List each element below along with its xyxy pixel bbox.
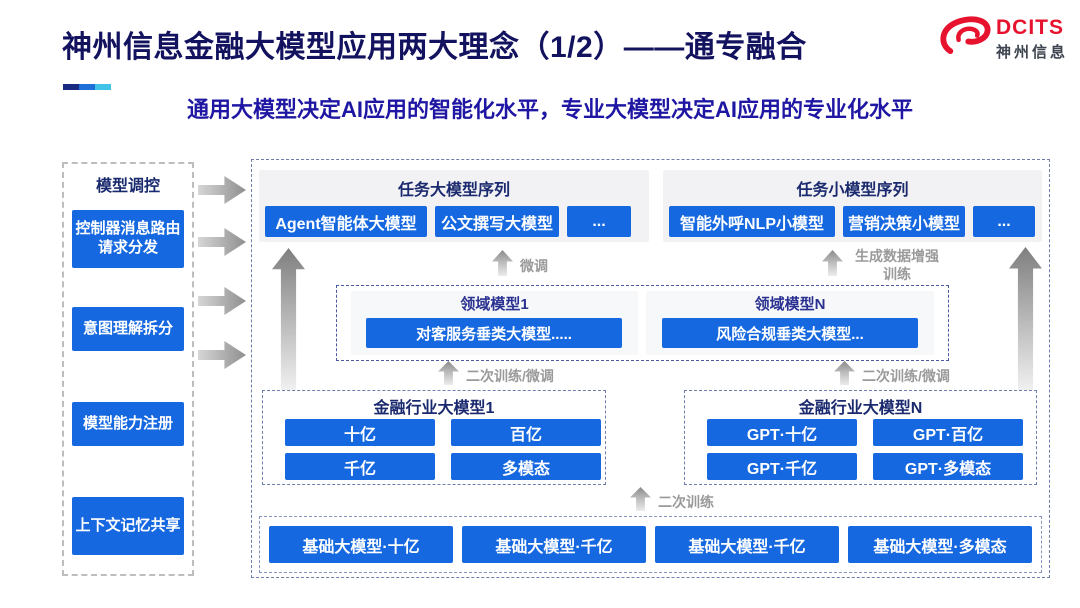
model-chip-outbound-nlp: 智能外呼NLP小模型: [669, 206, 835, 237]
page-title: 神州信息金融大模型应用两大理念（1/2）——通专融合: [62, 31, 807, 64]
model-chip-more: ...: [567, 206, 631, 237]
dcits-brand-text: DCITS: [996, 16, 1064, 39]
right-arrow-icon: [198, 176, 246, 204]
base-model-chip: 基础大模型·千亿: [655, 526, 839, 563]
industry-model-panel-1: 金融行业大模型1 十亿 百亿 千亿 多模态: [262, 390, 606, 485]
task-small-model-panel: 任务小模型序列 智能外呼NLP小模型 营销决策小模型 ...: [663, 170, 1042, 242]
domain-group-n: 领域模型N 风险合规垂类大模型...: [646, 291, 934, 355]
domain-model-chip: 对客服务垂类大模型.....: [366, 318, 622, 348]
industry-model-chip: GPT·千亿: [707, 453, 857, 480]
model-control-panel: 模型调控 控制器消息路由请求分发 意图理解拆分 模型能力注册 上下文记忆共享: [62, 162, 194, 576]
up-arrow-icon: [822, 250, 843, 276]
sidebar-item-capability-register: 模型能力注册: [72, 402, 184, 446]
base-model-chip: 基础大模型·千亿: [462, 526, 646, 563]
up-arrow-icon: [438, 361, 459, 385]
model-chip-more: ...: [973, 206, 1035, 237]
domain-model-chip: 风险合规垂类大模型...: [662, 318, 918, 348]
up-arrow-icon: [630, 487, 651, 511]
sidebar-item-intent-split: 意图理解拆分: [72, 307, 184, 351]
industry-panel-1-title: 金融行业大模型1: [373, 400, 495, 417]
dcits-logo: DCITS 神州信息: [938, 16, 1068, 62]
retrain-finetune-right-label: 二次训练/微调: [862, 368, 950, 384]
dcits-swirl-icon: [938, 16, 992, 61]
task-large-title: 任务大模型序列: [397, 182, 510, 199]
industry-model-chip: 百亿: [451, 419, 601, 446]
domain-group-n-title: 领域模型N: [754, 296, 826, 313]
up-arrow-icon: [492, 250, 513, 276]
industry-model-chip: GPT·十亿: [707, 419, 857, 446]
gen-data-training-label: 生成数据增强训练: [855, 248, 939, 282]
task-large-model-panel: 任务大模型序列 Agent智能体大模型 公文撰写大模型 ...: [259, 170, 649, 242]
up-arrow-icon: [834, 361, 855, 385]
domain-group-1: 领域模型1 对客服务垂类大模型.....: [351, 291, 638, 355]
finetune-label: 微调: [520, 258, 548, 274]
task-small-title: 任务小模型序列: [796, 182, 909, 199]
model-chip-agent: Agent智能体大模型: [265, 206, 427, 237]
industry-model-chip: GPT·百亿: [873, 419, 1023, 446]
architecture-diagram: 任务大模型序列 Agent智能体大模型 公文撰写大模型 ... 任务小模型序列 …: [251, 159, 1050, 578]
big-up-arrow-icon: [1009, 247, 1042, 390]
base-model-chip: 基础大模型·多模态: [848, 526, 1032, 563]
industry-panel-n-title: 金融行业大模型N: [798, 400, 923, 417]
industry-model-chip: 十亿: [285, 419, 435, 446]
industry-model-panel-n: 金融行业大模型N GPT·十亿 GPT·百亿 GPT·千亿 GPT·多模态: [684, 390, 1037, 485]
page-subtitle: 通用大模型决定AI应用的智能化水平，专业大模型决定AI应用的专业化水平: [186, 97, 913, 122]
retrain-finetune-left-label: 二次训练/微调: [466, 368, 554, 384]
base-models-panel: 基础大模型·十亿 基础大模型·千亿 基础大模型·千亿 基础大模型·多模态: [259, 516, 1042, 573]
base-model-chip: 基础大模型·十亿: [269, 526, 453, 563]
big-up-arrow-icon: [272, 248, 305, 390]
industry-model-chip: 多模态: [451, 453, 601, 480]
domain-models-panel: 领域模型1 对客服务垂类大模型..... 领域模型N 风险合规垂类大模型...: [336, 285, 949, 361]
right-arrow-icon: [198, 341, 246, 369]
industry-model-chip: GPT·多模态: [873, 453, 1023, 480]
industry-model-chip: 千亿: [285, 453, 435, 480]
dcits-brand-cn: 神州信息: [996, 44, 1069, 62]
retrain-label: 二次训练: [658, 494, 714, 510]
sidebar-item-router-dispatch: 控制器消息路由请求分发: [72, 210, 184, 268]
model-chip-document: 公文撰写大模型: [435, 206, 559, 237]
right-arrow-icon: [198, 287, 246, 315]
domain-group-1-title: 领域模型1: [460, 296, 529, 313]
model-control-title: 模型调控: [95, 178, 160, 195]
title-accent-bar: [63, 84, 111, 90]
right-arrow-icon: [198, 228, 246, 256]
sidebar-item-context-memory: 上下文记忆共享: [72, 497, 184, 555]
model-chip-marketing: 营销决策小模型: [843, 206, 965, 237]
